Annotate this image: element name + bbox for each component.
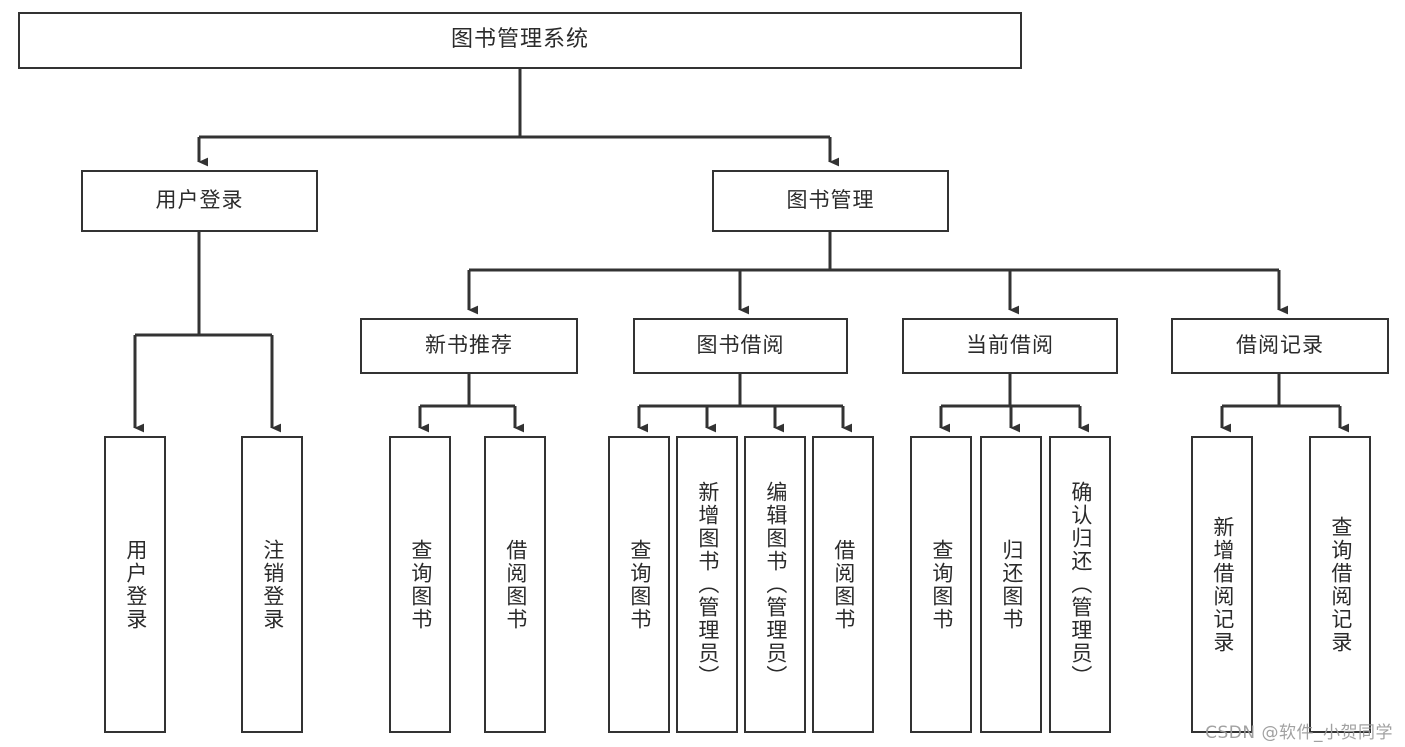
node-label: 注销登录	[260, 538, 285, 631]
node-user-login[interactable]: 用户登录	[81, 170, 318, 232]
node-book-manage[interactable]: 图书管理	[712, 170, 949, 232]
node-label: 查询图书	[929, 538, 954, 631]
node-label: 图书管理	[786, 188, 875, 213]
csdn-watermark: CSDN @软件_小贺同学	[1205, 723, 1393, 743]
leaf-current-borrow-query[interactable]: 查询图书	[910, 436, 972, 733]
node-label: 查询图书	[408, 538, 433, 631]
leaf-book-borrow-add-admin[interactable]: 新增图书（管理员）	[676, 436, 738, 733]
node-label: 当前借阅	[966, 333, 1054, 358]
node-root-system[interactable]: 图书管理系统	[18, 12, 1022, 69]
node-label: 用户登录	[123, 538, 148, 631]
leaf-book-borrow-borrow[interactable]: 借阅图书	[812, 436, 874, 733]
node-label: 用户登录	[155, 188, 244, 213]
node-label: 编辑图书（管理员）	[763, 481, 788, 688]
node-label: 借阅图书	[503, 538, 528, 631]
node-label: 借阅图书	[831, 538, 856, 631]
node-label: 新增图书（管理员）	[695, 481, 720, 688]
node-label: 新书推荐	[425, 333, 513, 358]
node-borrow-record[interactable]: 借阅记录	[1171, 318, 1389, 374]
node-label: 归还图书	[999, 538, 1024, 631]
leaf-new-book-query[interactable]: 查询图书	[389, 436, 451, 733]
leaf-current-borrow-confirm-admin[interactable]: 确认归还（管理员）	[1049, 436, 1111, 733]
node-label: 查询借阅记录	[1328, 515, 1353, 654]
leaf-borrow-record-add[interactable]: 新增借阅记录	[1191, 436, 1253, 733]
leaf-new-book-borrow[interactable]: 借阅图书	[484, 436, 546, 733]
node-label: 确认归还（管理员）	[1068, 481, 1093, 688]
node-new-book-recommend[interactable]: 新书推荐	[360, 318, 578, 374]
leaf-user-login-logout[interactable]: 注销登录	[241, 436, 303, 733]
node-label: 图书借阅	[696, 333, 785, 358]
node-label: 借阅记录	[1236, 333, 1324, 358]
leaf-book-borrow-query[interactable]: 查询图书	[608, 436, 670, 733]
node-current-borrow[interactable]: 当前借阅	[902, 318, 1118, 374]
leaf-book-borrow-edit-admin[interactable]: 编辑图书（管理员）	[744, 436, 806, 733]
leaf-borrow-record-query[interactable]: 查询借阅记录	[1309, 436, 1371, 733]
node-label: 图书管理系统	[450, 27, 589, 53]
node-book-borrow[interactable]: 图书借阅	[633, 318, 848, 374]
node-label: 查询图书	[627, 538, 652, 631]
leaf-current-borrow-return[interactable]: 归还图书	[980, 436, 1042, 733]
leaf-user-login-login[interactable]: 用户登录	[104, 436, 166, 733]
node-label: 新增借阅记录	[1210, 515, 1235, 654]
